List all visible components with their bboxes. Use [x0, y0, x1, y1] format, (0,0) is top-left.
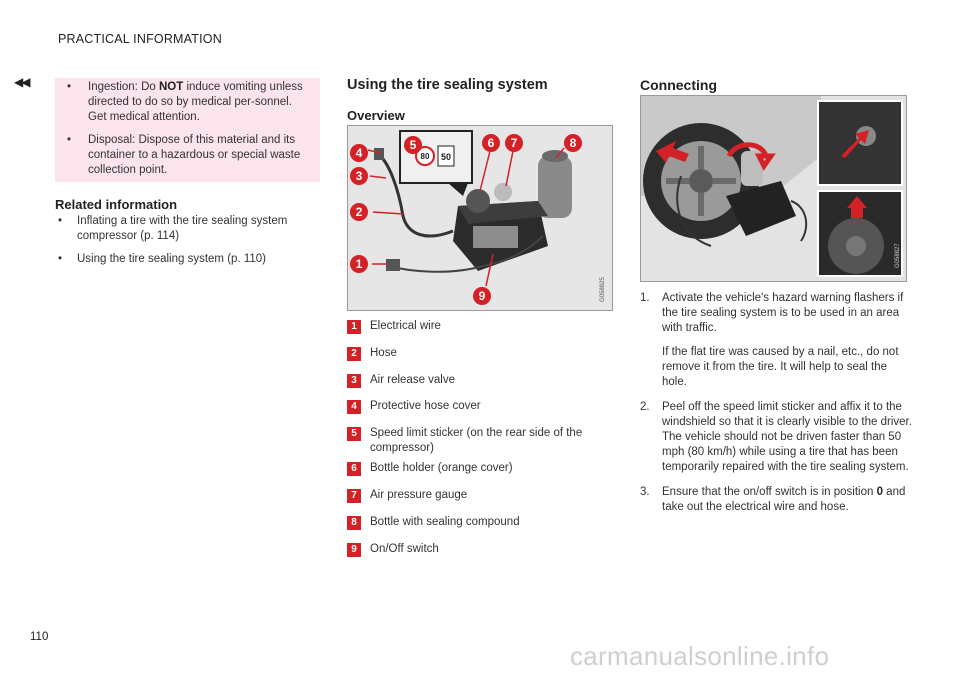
step-item: 2. Peel off the speed limit sticker and … — [640, 401, 912, 473]
overview-figure: 80 50 4 3 2 1 5 6 7 8 9 G058825 — [347, 125, 613, 311]
overview-title: Overview — [347, 108, 405, 123]
page-title: Using the tire sealing system — [347, 77, 548, 93]
section-header: PRACTICAL INFORMATION — [58, 32, 222, 46]
figure-code: G058827 — [895, 243, 901, 268]
svg-text:2: 2 — [356, 205, 363, 219]
callout-1: 1 — [350, 255, 368, 273]
svg-text:9: 9 — [479, 289, 486, 303]
svg-text:4: 4 — [356, 146, 363, 160]
callout-4: 4 — [350, 144, 368, 162]
related-information: Related information Inflating a tire wit… — [55, 197, 320, 275]
steps-list: 1. Activate the vehicle's hazard warning… — [640, 291, 912, 525]
connecting-illustration: G058827 — [641, 96, 906, 281]
connecting-figure: G058827 — [640, 95, 907, 282]
callout-7: 7 — [505, 134, 523, 152]
step-item: 3. Ensure that the on/off switch is in p… — [640, 486, 906, 513]
svg-text:8: 8 — [570, 136, 577, 150]
related-link[interactable]: Inflating a tire with the tire sealing s… — [55, 214, 320, 244]
related-link[interactable]: Using the tire sealing system (p. 110) — [55, 252, 320, 267]
svg-text:7: 7 — [511, 136, 518, 150]
callout-2: 2 — [350, 203, 368, 221]
warning-item: Ingestion: Do NOT induce vomiting unless… — [55, 80, 320, 125]
sticker-80: 80 — [421, 152, 430, 161]
callout-3: 3 — [350, 167, 368, 185]
callout-9: 9 — [473, 287, 491, 305]
warning-box: Ingestion: Do NOT induce vomiting unless… — [55, 78, 320, 182]
callout-5: 5 — [404, 136, 422, 154]
callout-6: 6 — [482, 134, 500, 152]
step-item: 1. Activate the vehicle's hazard warning… — [640, 292, 904, 388]
svg-text:5: 5 — [410, 138, 417, 152]
watermark: carmanualsonline.info — [570, 641, 830, 671]
related-title: Related information — [55, 197, 178, 212]
warning-item: Disposal: Dispose of this material and i… — [55, 133, 320, 178]
connecting-title: Connecting — [640, 77, 717, 93]
callout-8: 8 — [564, 134, 582, 152]
svg-text:1: 1 — [356, 257, 363, 271]
back-arrow-icon[interactable]: ◀◀ — [14, 75, 31, 89]
compressor-illustration: 80 50 4 3 2 1 5 6 7 8 9 G058825 — [348, 126, 612, 310]
svg-text:6: 6 — [488, 136, 495, 150]
sticker-50: 50 — [441, 152, 451, 162]
page-number: 110 — [30, 631, 49, 643]
figure-code: G058825 — [600, 277, 606, 302]
svg-text:3: 3 — [356, 169, 363, 183]
